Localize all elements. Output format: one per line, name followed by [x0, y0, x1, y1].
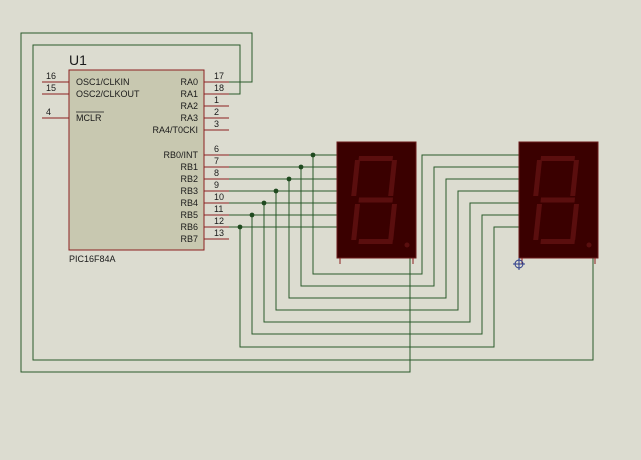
decimal-point	[404, 242, 410, 248]
junction-dot	[249, 212, 255, 218]
junction-dot	[237, 224, 243, 230]
ic-pin-number: 12	[214, 216, 224, 226]
ic-pin-number: 13	[214, 228, 224, 238]
ic-pin-number: 1	[214, 95, 219, 105]
ic-pin-name: OSC2/CLKOUT	[76, 89, 140, 99]
junction-dots	[237, 152, 316, 230]
wire-segment-d2[interactable]	[251, 214, 519, 335]
segment	[358, 197, 393, 203]
junction-dot	[286, 176, 292, 182]
ic-pin-number: 10	[214, 192, 224, 202]
segment	[570, 204, 580, 240]
junction-dot	[310, 152, 316, 158]
junction-dot	[261, 200, 267, 206]
junction-dot	[298, 164, 304, 170]
ic-pin-number: 17	[214, 71, 224, 81]
ic-pin-number: 11	[214, 204, 223, 214]
ic-pin-name: OSC1/CLKIN	[76, 77, 130, 87]
ic-pin-number: 15	[46, 83, 56, 93]
wire-ra1-display2-common[interactable]	[32, 44, 594, 361]
decimal-point	[586, 242, 592, 248]
ic-pin-name: RB0/INT	[163, 150, 198, 160]
ic-pin-name: RB1	[180, 162, 198, 172]
wire-ra0-display1-common[interactable]	[20, 32, 411, 373]
ic-pin-number: 2	[214, 107, 219, 117]
ic-pin-number: 6	[214, 144, 219, 154]
ic-pin-name: RA2	[180, 101, 198, 111]
ic-pin-name: RB5	[180, 210, 198, 220]
junction-dot	[273, 188, 279, 194]
ic-pin-name: RA0	[180, 77, 198, 87]
ic-pin-name: RB7	[180, 234, 198, 244]
wire-segment-d2[interactable]	[288, 178, 519, 299]
wire-segment-d2[interactable]	[300, 166, 519, 287]
ic-pin-number: 9	[214, 180, 219, 190]
ic-pin-name: RA1	[180, 89, 198, 99]
segment	[540, 156, 575, 161]
wire-segment-d2[interactable]	[275, 190, 519, 311]
ic-ref-label: U1	[69, 52, 87, 68]
segment	[533, 160, 542, 196]
seven-segment-display-1[interactable]	[336, 141, 417, 264]
ic-pin-number: 18	[214, 83, 224, 93]
ic-pin-name: MCLR	[76, 113, 102, 123]
ic-pin-name: RB6	[180, 222, 198, 232]
segment-bus-wires	[229, 154, 519, 348]
wire-segment-d2[interactable]	[312, 154, 519, 275]
segment	[570, 160, 579, 196]
segment	[351, 160, 360, 196]
segment	[540, 239, 575, 244]
segment	[388, 160, 397, 196]
ic-pin-name: RA3	[180, 113, 198, 123]
ic-pin-number: 8	[214, 168, 219, 178]
wires	[20, 32, 594, 373]
ic-pin-number: 7	[214, 156, 219, 166]
segment	[358, 156, 393, 161]
ic-pin-number: 16	[46, 71, 56, 81]
ic-body[interactable]	[68, 69, 205, 251]
segment	[533, 204, 543, 240]
ic-pin-name: RA4/T0CKI	[152, 125, 198, 135]
ic-pin-name: RB2	[180, 174, 198, 184]
segment	[358, 239, 393, 244]
wire-segment-d2[interactable]	[263, 202, 519, 323]
segment	[388, 204, 397, 240]
pic16f84a-chip[interactable]: U1 PIC16F84A 16OSC1/CLKIN15OSC2/CLKOUT4M…	[42, 52, 229, 264]
segment	[540, 197, 575, 203]
crosshair-origin-icon	[513, 258, 525, 270]
segment	[351, 204, 360, 240]
ic-pin-number: 3	[214, 119, 219, 129]
ic-part-label: PIC16F84A	[69, 254, 116, 264]
ic-pin-name: RB3	[180, 186, 198, 196]
seven-segment-display-2[interactable]	[518, 141, 599, 264]
ic-pin-name: RB4	[180, 198, 198, 208]
ic-pin-number: 4	[46, 107, 51, 117]
wire-segment-d2[interactable]	[239, 226, 519, 348]
